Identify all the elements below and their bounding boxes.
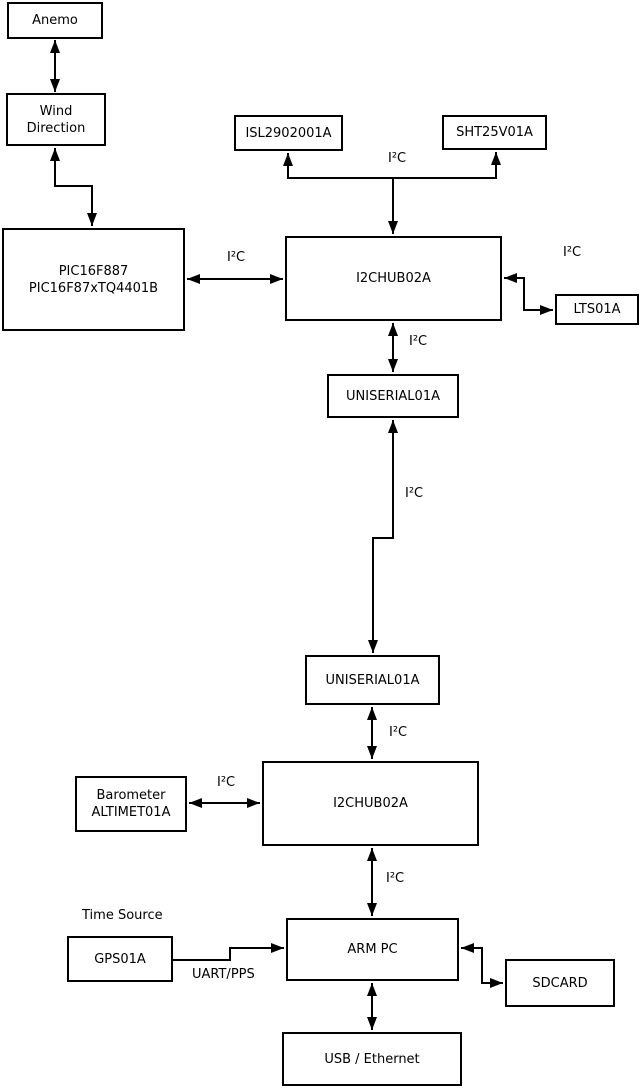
label-i2c-hub1-uniserial1: I²C — [409, 334, 428, 349]
node-label: PIC16F887 — [58, 263, 129, 279]
node-uniserial01a-1: UNISERIAL01A — [327, 374, 459, 418]
node-uniserial01a-2: UNISERIAL01A — [305, 655, 440, 705]
label-i2c-hub1-lts: I²C — [563, 245, 582, 260]
label-time-source: Time Source — [82, 908, 163, 923]
edge-hub1-lts — [504, 273, 553, 315]
node-label: Wind — [39, 103, 73, 119]
node-usb-ethernet: USB / Ethernet — [282, 1032, 462, 1086]
node-label: Anemo — [32, 13, 78, 28]
node-label: LTS01A — [573, 302, 621, 317]
node-i2chub02a-2: I2CHUB02A — [262, 761, 479, 846]
label-i2c-uniserial-link: I²C — [405, 486, 424, 501]
node-label: I2CHUB02A — [356, 271, 431, 286]
node-label: ARM PC — [347, 942, 398, 957]
edge-winddirection-pic — [50, 148, 97, 226]
node-label: UNISERIAL01A — [325, 672, 420, 688]
node-label: I2CHUB02A — [333, 796, 408, 811]
node-i2chub02a-1: I2CHUB02A — [285, 236, 502, 321]
node-sht25v01a: SHT25V01A — [442, 115, 547, 150]
node-anemo: Anemo — [7, 2, 103, 39]
label-uart-pps: UART/PPS — [192, 967, 255, 982]
label-i2c-bus-top: I²C — [388, 151, 407, 166]
node-label: ISL2902001A — [245, 125, 332, 141]
node-label: GPS01A — [94, 951, 146, 967]
label-i2c-hub2-armpc: I²C — [386, 871, 405, 886]
node-sdcard: SDCARD — [505, 959, 615, 1007]
node-arm-pc: ARM PC — [286, 918, 459, 981]
edge-armpc-sdcard — [461, 943, 503, 988]
label-i2c-barometer-hub2: I²C — [217, 775, 236, 790]
node-label: Direction — [26, 120, 86, 136]
node-label: UNISERIAL01A — [346, 388, 440, 404]
node-isl2902001a: ISL2902001A — [234, 115, 343, 151]
node-label: USB / Ethernet — [324, 1051, 420, 1067]
node-label: SHT25V01A — [456, 125, 533, 140]
node-label: ALTIMET01A — [91, 805, 171, 820]
node-label: Barometer — [96, 788, 166, 803]
node-lts01a: LTS01A — [555, 294, 639, 325]
node-gps01a: GPS01A — [67, 936, 173, 982]
edge-uniserial1-uniserial2 — [368, 420, 398, 653]
label-i2c-pic-hub1: I²C — [227, 250, 246, 265]
edge-gps-armpc — [173, 943, 284, 961]
node-label: SDCARD — [532, 975, 588, 991]
node-label: PIC16F87xTQ4401B — [28, 280, 159, 296]
label-i2c-uniserial2-hub2: I²C — [389, 725, 408, 740]
